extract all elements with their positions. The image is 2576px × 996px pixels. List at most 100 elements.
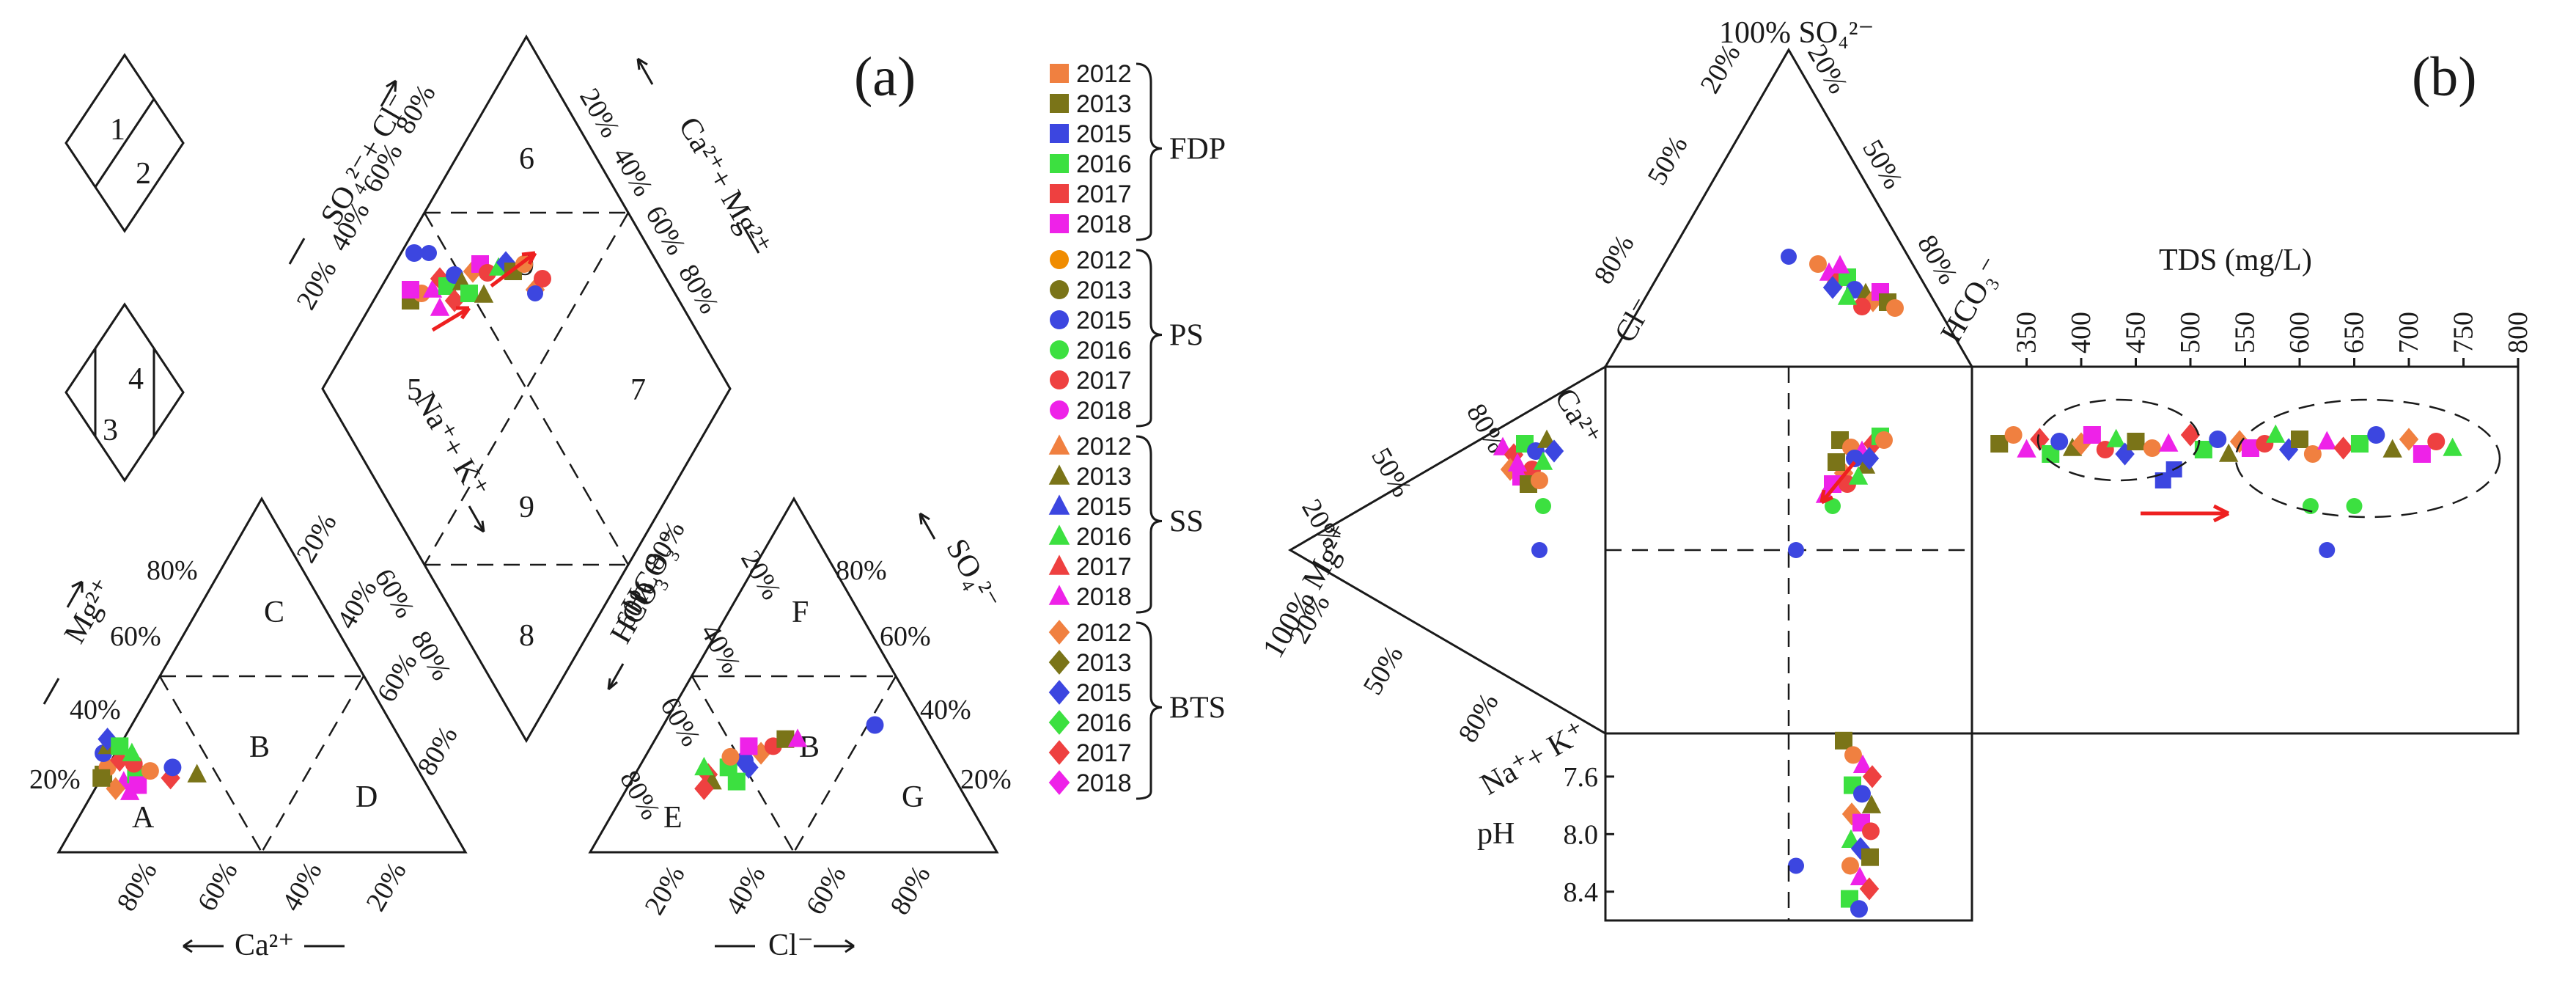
data-point: [1850, 837, 1871, 860]
region-label: 7: [630, 373, 646, 407]
tick-label: 750: [2448, 312, 2479, 354]
region-label: 9: [519, 491, 534, 524]
data-point: [405, 244, 423, 262]
legend-label: 2018: [1076, 397, 1132, 425]
legend-label: 2015: [1076, 493, 1132, 521]
tick-label: 60%: [654, 692, 706, 752]
legend-marker: [1048, 620, 1070, 645]
legend-marker: [1048, 710, 1070, 735]
legend-label: 2017: [1076, 553, 1132, 581]
data-point: [430, 297, 450, 316]
key-label: 2: [136, 157, 151, 191]
data-point: [2291, 431, 2308, 448]
data-point: [740, 737, 758, 755]
legend-label: 2015: [1076, 120, 1132, 148]
data-point: [2083, 426, 2101, 444]
key-label: 3: [103, 414, 118, 447]
legend-label: 2016: [1076, 337, 1132, 365]
axis-arrow: [43, 678, 60, 705]
tick-label: 60%: [800, 860, 852, 920]
data-point: [1848, 466, 1869, 485]
data-point: [534, 270, 551, 288]
legend-brace: [1136, 62, 1163, 241]
panel-b: (b) 100% SO₄²⁻ 20% 50% 80% 20% 50% 80% H…: [1256, 16, 2533, 922]
data-point: [1535, 498, 1551, 514]
tick-label: 700: [2393, 312, 2424, 354]
legend-marker: [1050, 124, 1069, 143]
tick-label: 80%: [836, 555, 887, 586]
tick-label: 550: [2230, 312, 2261, 354]
data-point: [2180, 423, 2201, 447]
legend-label: 2013: [1076, 277, 1132, 304]
data-point: [1853, 298, 1871, 315]
data-point: [1886, 299, 1904, 317]
region-label: D: [356, 780, 378, 814]
axis-arrow: [288, 79, 397, 265]
legend-marker: [1050, 310, 1069, 329]
legend-label: 2017: [1076, 739, 1132, 767]
legend-marker: [1050, 94, 1069, 113]
data-point: [694, 756, 714, 776]
legend-label: 2015: [1076, 679, 1132, 707]
data-point: [2427, 433, 2446, 450]
data-point: [2303, 445, 2322, 463]
tick-label: 20%: [290, 508, 342, 568]
data-point: [1507, 453, 1528, 472]
ph-points: [1788, 731, 1883, 918]
tick-label: 40%: [694, 619, 746, 678]
tick-label: 80%: [672, 260, 724, 319]
data-point: [2350, 435, 2369, 453]
tick-label: 650: [2339, 312, 2370, 354]
data-point: [1841, 857, 1859, 875]
legend-label: 2017: [1076, 367, 1132, 395]
trend-arrow: [1819, 461, 1856, 505]
axis-label: Na⁺+ K⁺: [408, 387, 495, 504]
key-label: 1: [110, 113, 125, 147]
data-point: [1862, 822, 1880, 841]
legend-marker: [1048, 554, 1070, 575]
legend-marker: [1048, 770, 1070, 795]
data-point: [2062, 437, 2083, 456]
data-point: [1859, 877, 1880, 901]
data-point: [866, 716, 884, 734]
legend-group-label: FDP: [1169, 133, 1226, 166]
data-point: [787, 728, 808, 747]
region-label: 6: [519, 142, 534, 176]
data-point: [1861, 794, 1882, 813]
ph-axis: 7.68.08.4: [1564, 762, 1614, 908]
axis-arrow: [919, 512, 936, 540]
data-point: [2004, 426, 2023, 444]
data-point: [2382, 439, 2402, 458]
region-label: A: [132, 801, 155, 835]
tick-label: 20%: [290, 255, 342, 315]
tick-label: 20%: [960, 764, 1012, 795]
tick-label: 800: [2503, 312, 2533, 354]
data-point: [1809, 255, 1827, 273]
tick-label: 20%: [29, 764, 81, 795]
tick-label: 20%: [360, 857, 412, 916]
data-point: [2030, 428, 2050, 451]
trend-arrow: [431, 306, 471, 332]
trend-arrow: [2141, 504, 2230, 523]
legend-marker: [1050, 64, 1069, 83]
axis-label: Ca²⁺: [1548, 383, 1607, 452]
tick-label: 50%: [1365, 443, 1417, 502]
axis-label: Cl⁻: [768, 929, 814, 962]
data-point: [1861, 848, 1879, 866]
data-point: [1990, 435, 2009, 453]
legend-label: 2012: [1076, 619, 1132, 647]
tick-label: 20%: [735, 546, 787, 605]
legend-label: 2016: [1076, 523, 1132, 551]
region-label: 8: [519, 619, 534, 653]
cluster-outline: [2234, 398, 2501, 519]
legend-marker: [1050, 184, 1069, 203]
legend-label: 2013: [1076, 463, 1132, 491]
data-point: [421, 245, 437, 261]
region-label: C: [264, 596, 284, 629]
tick-label: 60%: [191, 857, 243, 916]
legend-label: 2013: [1076, 649, 1132, 677]
data-point: [2399, 428, 2419, 451]
axis-label: Cl⁻: [1608, 292, 1660, 348]
